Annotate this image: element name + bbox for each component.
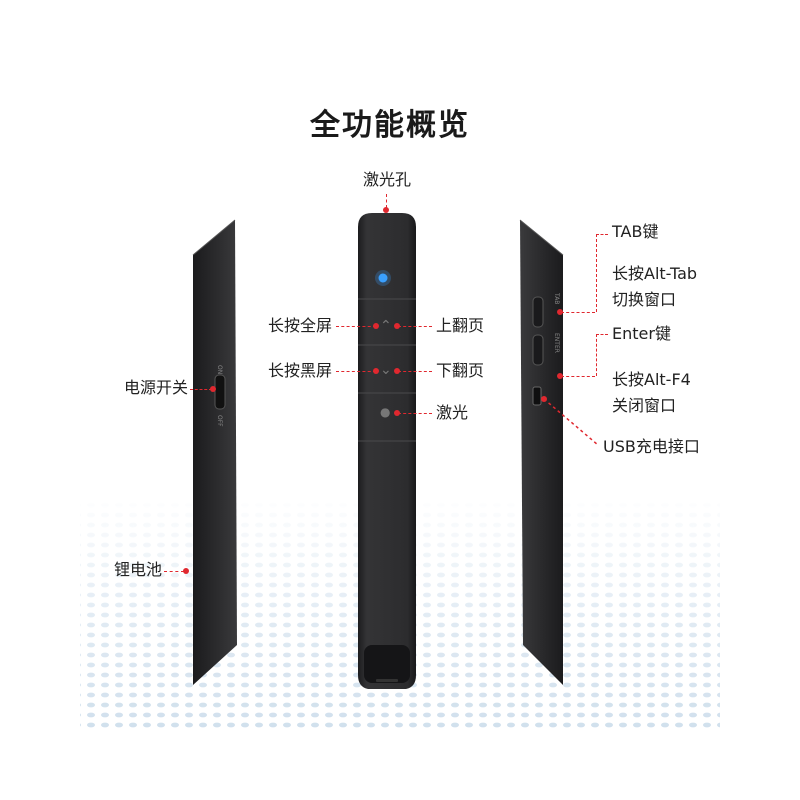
leader-line — [596, 234, 597, 312]
marker-dot — [210, 386, 216, 392]
chevron-down-icon[interactable]: ⌄ — [380, 362, 392, 378]
marker-dot — [394, 368, 400, 374]
page-title: 全功能概览 — [310, 108, 470, 143]
leader-line — [164, 571, 184, 572]
svg-text:ENTER: ENTER — [553, 333, 560, 353]
leader-line — [190, 389, 212, 390]
page-down-label: 下翻页 — [436, 361, 485, 380]
marker-dot — [383, 207, 389, 213]
marker-dot — [183, 568, 189, 574]
close-window-label: 关闭窗口 — [612, 396, 677, 415]
alt-tab-label: 长按Alt-Tab — [612, 264, 698, 283]
power-switch-label: 电源开关 — [123, 378, 188, 397]
usb-leader — [541, 396, 599, 446]
leader-line — [561, 376, 595, 377]
laser-hole-label: 激光孔 — [363, 170, 412, 189]
device-front — [358, 213, 416, 689]
leader-line — [386, 194, 387, 208]
usb-port-label: USB充电接口 — [603, 437, 700, 456]
leader-line — [596, 334, 608, 335]
leader-line — [398, 413, 432, 414]
marker-dot — [557, 373, 563, 379]
marker-dot — [394, 323, 400, 329]
marker-dot — [373, 368, 379, 374]
svg-text:TAB: TAB — [553, 292, 560, 304]
device-right-side: TAB ENTER — [519, 219, 564, 685]
svg-text:ON: ON — [216, 365, 223, 374]
tab-key-label: TAB键 — [612, 222, 659, 241]
fullscreen-label: 长按全屏 — [267, 316, 332, 335]
chevron-up-icon[interactable]: ⌃ — [380, 318, 392, 334]
leader-line — [336, 371, 376, 372]
laser-icon[interactable]: ● — [380, 405, 391, 419]
leader-line — [336, 326, 376, 327]
leader-line — [596, 234, 608, 235]
marker-dot — [373, 323, 379, 329]
page-up-label: 上翻页 — [436, 316, 485, 335]
marker-dot — [557, 309, 563, 315]
leader-line — [561, 312, 595, 313]
leader-line — [596, 334, 597, 376]
alt-f4-label: 长按Alt-F4 — [612, 370, 691, 389]
battery-label: 锂电池 — [113, 560, 162, 579]
device-left-side: ON OFF — [192, 219, 237, 685]
leader-line — [398, 326, 432, 327]
power-switch[interactable] — [214, 374, 226, 410]
marker-dot — [394, 410, 400, 416]
enter-key-label: Enter键 — [612, 324, 671, 343]
status-led — [378, 273, 388, 283]
blackscreen-label: 长按黑屏 — [267, 361, 332, 380]
switch-window-label: 切换窗口 — [612, 290, 677, 309]
svg-text:OFF: OFF — [216, 415, 223, 427]
leader-line — [398, 371, 432, 372]
laser-label: 激光 — [436, 403, 469, 422]
